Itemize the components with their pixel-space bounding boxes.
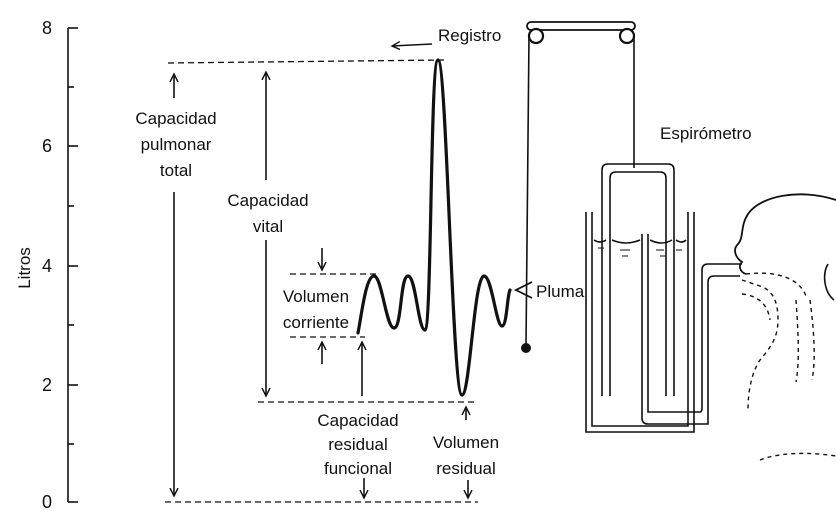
registro-arrow: [392, 44, 433, 46]
spirometer: [585, 163, 742, 433]
label-vital: vital: [253, 217, 283, 236]
label-funcional: funcional: [324, 459, 392, 478]
label-pluma: Pluma: [536, 282, 585, 301]
label-registro: Registro: [438, 26, 501, 45]
residual-volume-arrows: [466, 407, 468, 498]
y-tick-0: 0: [42, 492, 52, 511]
y-tick-4: 4: [42, 256, 52, 276]
label-volumen-residual-line1: Volumen: [433, 433, 499, 452]
label-espirometro: Espirómetro: [660, 124, 752, 143]
label-pulmonar: pulmonar: [141, 135, 212, 154]
pulley-left-icon: [527, 27, 545, 45]
reference-lines: [165, 59, 478, 503]
pulley-cable: [521, 21, 636, 353]
counterweight-icon: [521, 343, 531, 353]
label-residual: residual: [436, 459, 496, 478]
person-silhouette: [734, 193, 836, 461]
frc-arrows: [362, 342, 364, 498]
pulley-right-icon: [618, 27, 636, 45]
label-residual-frc: residual: [328, 435, 388, 454]
pen-marker-icon: [513, 281, 533, 299]
label-total: total: [160, 161, 192, 180]
label-capacidad-vital-line1: Capacidad: [227, 191, 308, 210]
label-volumen: Volumen: [283, 287, 349, 306]
spirogram-trace: [356, 58, 512, 397]
y-axis: 8 6 4 2 0 Litros: [15, 18, 78, 511]
y-tick-6: 6: [42, 136, 52, 156]
y-axis-label: Litros: [15, 247, 34, 289]
y-tick-8: 8: [42, 18, 52, 38]
label-capacidad-line1: Capacidad: [135, 109, 216, 128]
y-tick-2: 2: [42, 375, 52, 395]
label-capacidad-frc: Capacidad: [317, 411, 398, 430]
label-corriente: corriente: [283, 313, 349, 332]
